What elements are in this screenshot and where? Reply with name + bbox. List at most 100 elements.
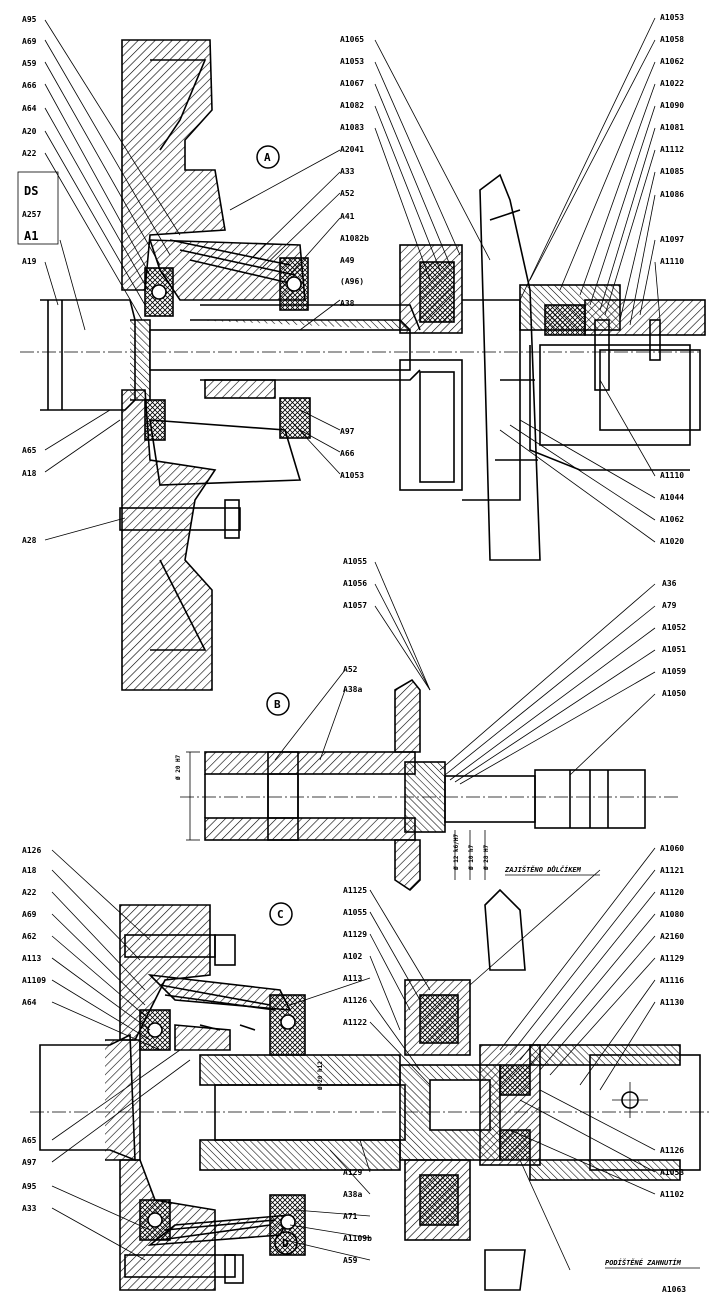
label: A59 (22, 59, 37, 68)
label: A1051 (662, 645, 686, 654)
label: A66 (340, 449, 355, 458)
dimension-b-1: Ø 12 k6/H7 (453, 833, 460, 871)
label: A1129 (660, 954, 684, 963)
label: A95 (22, 15, 37, 24)
note-c: ZAJIŠTĚNO DŮLČÍKEM (504, 865, 582, 874)
label: A64 (22, 998, 37, 1007)
view-letter-a: A (264, 151, 271, 164)
label-block-top: DS (24, 184, 38, 198)
label: A1044 (660, 493, 684, 502)
label: A41 (340, 212, 355, 221)
label: A71 (343, 1212, 358, 1221)
label: A1126 (343, 996, 367, 1005)
label: A69 (22, 37, 37, 46)
label: A1065 (340, 35, 364, 44)
label: A1050 (662, 689, 686, 698)
view-a-labels-mid: A1065 A1053 A1067 A1082 A1083 A2041 A33 … (340, 35, 369, 480)
label: A66 (22, 81, 37, 90)
label: A33 (22, 1204, 37, 1213)
view-letter-c: C (277, 908, 284, 921)
label: A1122 (343, 1018, 367, 1027)
note-d: PODÍŠTĚNÉ ZAHNUTÍM (605, 1258, 682, 1267)
label: A52 (340, 189, 355, 198)
label-block-mid: A257 (22, 210, 41, 219)
label: A33 (340, 167, 355, 176)
label: A1125 (343, 886, 367, 895)
label: A38a (343, 685, 362, 694)
label: A22 (22, 149, 37, 158)
label: A19 (22, 257, 37, 266)
view-c-labels-mid: A1125 A1055 A1129 A102 A113 A1126 A1122 … (317, 886, 372, 1265)
label: A1062 (660, 515, 684, 524)
view-c-labels-left: A126 A18 A22 A69 A62 A113 A1109 A64 A65 … (22, 846, 46, 1213)
label: A2041 (340, 145, 364, 154)
label: A1058 (660, 35, 684, 44)
view-marker-a (256, 145, 280, 169)
label: A1083 (340, 123, 364, 132)
label: A1086 (660, 190, 684, 199)
label: A1112 (660, 145, 684, 154)
label: A1056 (343, 579, 367, 588)
view-marker-b (266, 692, 290, 716)
dimension-b-3: Ø 28 H7 (483, 844, 490, 871)
label: A1059 (662, 667, 686, 676)
label: A49 (340, 256, 355, 265)
label: A1085 (660, 167, 684, 176)
label: A1067 (340, 79, 364, 88)
label: A1062 (660, 57, 684, 66)
label: A102 (343, 952, 362, 961)
label: A1097 (660, 235, 684, 244)
label: A113 (343, 974, 362, 983)
view-a (20, 39, 706, 691)
dimension-b-2: Ø 10 h7 (468, 844, 475, 871)
label: A65 (22, 1136, 37, 1145)
label: A1110 (660, 471, 684, 480)
label: A1080 (660, 910, 684, 919)
dimension-b-left: Ø 20 H7 (175, 754, 182, 781)
label: A28 (22, 536, 37, 545)
label: A1130 (660, 998, 684, 1007)
label: A52 (343, 665, 358, 674)
label: A97 (340, 427, 355, 436)
label: A1082b (340, 234, 369, 243)
label-block-bottom: A1 (24, 229, 38, 243)
view-c-leaders (51, 847, 656, 1271)
label: A1053 (660, 13, 684, 22)
label: A22 (22, 888, 37, 897)
label: A36 (662, 579, 677, 588)
label: A1057 (343, 601, 367, 610)
label: A1109b (343, 1234, 372, 1243)
label: A1053 (660, 1168, 684, 1177)
label: A38a (343, 1190, 362, 1199)
view-b (180, 678, 680, 892)
label: A38 (340, 299, 355, 308)
label: A20 (22, 127, 37, 136)
view-b-leaders (274, 561, 656, 785)
label: A1055 (343, 908, 367, 917)
view-b-labels: A1055 A1056 A1057 A36 A79 A1052 A1051 A1… (175, 557, 686, 871)
label: A129 (343, 1168, 362, 1177)
label: A95 (22, 1182, 37, 1191)
label: A1053 (340, 57, 364, 66)
label: A1116 (660, 976, 684, 985)
label: A1055 (343, 557, 367, 566)
view-a-leaders (44, 17, 661, 543)
label: A59 (343, 1256, 358, 1265)
shaft-dimension: Ø 20 h12 (317, 1061, 324, 1091)
label: A18 (22, 866, 37, 875)
label: A1060 (660, 844, 684, 853)
label: A1120 (660, 888, 684, 897)
label: A1022 (660, 79, 684, 88)
label: A97 (22, 1158, 37, 1167)
label: A1121 (660, 866, 684, 875)
view-c (30, 888, 710, 1291)
label: (A96) (340, 277, 364, 286)
label: A65 (22, 446, 37, 455)
label: A1090 (660, 101, 684, 110)
label-block-frame (17, 171, 59, 245)
label: A1129 (343, 930, 367, 939)
view-a-labels-left: A95 A69 A59 A66 A64 A20 A22 DS A257 A1 A… (17, 15, 59, 545)
view-marker-c (269, 902, 293, 926)
